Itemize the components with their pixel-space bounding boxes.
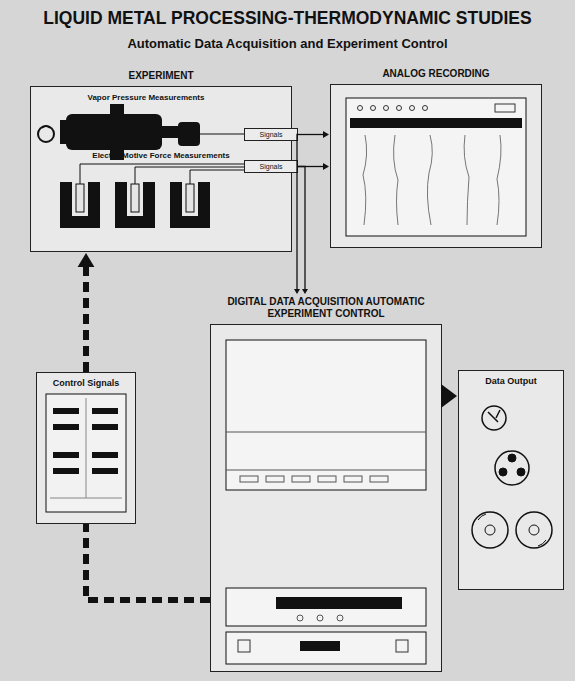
signal-label: Signals xyxy=(245,161,297,172)
box-heading: Data Output xyxy=(459,371,563,387)
vapor-apparatus xyxy=(38,104,244,160)
control-box: Control Signals xyxy=(36,372,136,524)
computer-panel: DIGITAL DATA ACQUISITION AUTOMATIC EXPER… xyxy=(210,296,442,672)
panel-label: Vapor Pressure Measurements xyxy=(41,93,251,103)
arrow-head xyxy=(294,289,300,294)
connector-line xyxy=(83,264,89,372)
connector-line xyxy=(298,167,305,291)
connector-line xyxy=(86,524,210,600)
emf-wires xyxy=(80,164,244,184)
arrow-head xyxy=(323,163,329,170)
panel-frame xyxy=(210,324,442,672)
panel-frame xyxy=(330,84,542,248)
control-panel xyxy=(46,394,126,512)
chart-recorder xyxy=(346,98,526,236)
connector-line xyxy=(297,135,298,291)
panel-heading: EXPERIMENT xyxy=(30,70,292,82)
connector-line xyxy=(298,134,324,135)
connector xyxy=(86,524,210,600)
data-output-media xyxy=(472,406,552,548)
connector xyxy=(294,135,300,295)
signal-label: Signals xyxy=(245,129,297,140)
arrow-head xyxy=(78,253,95,267)
title: LIQUID METAL PROCESSING-THERMODYNAMIC ST… xyxy=(0,8,575,29)
panel-heading: ANALOG RECORDING xyxy=(330,68,542,80)
computer-cabinet xyxy=(226,340,426,664)
arrow-head xyxy=(323,131,329,138)
arrow-head xyxy=(441,384,457,408)
emf-cells xyxy=(60,182,210,228)
panel-heading: DIGITAL DATA ACQUISITION AUTOMATIC EXPER… xyxy=(226,296,426,320)
recorder-panel: ANALOG RECORDING xyxy=(330,68,542,248)
connector-line xyxy=(442,390,444,402)
connector xyxy=(298,131,329,138)
connector xyxy=(441,384,457,408)
connector-line xyxy=(298,166,324,167)
connector xyxy=(298,167,308,295)
experiment-panel: EXPERIMENT Vapor Pressure MeasurementsEle… xyxy=(30,70,292,252)
signal-box: Signals xyxy=(244,128,298,141)
signal-box: Signals xyxy=(244,160,298,173)
subtitle: Automatic Data Acquisition and Experimen… xyxy=(0,36,575,51)
connector xyxy=(298,163,329,170)
connector xyxy=(78,253,95,372)
box-heading: Control Signals xyxy=(37,373,135,389)
output-box: Data Output xyxy=(458,370,564,590)
panel-label: Electro-Motive Force Measurements xyxy=(31,151,291,161)
arrow-head xyxy=(302,289,308,294)
